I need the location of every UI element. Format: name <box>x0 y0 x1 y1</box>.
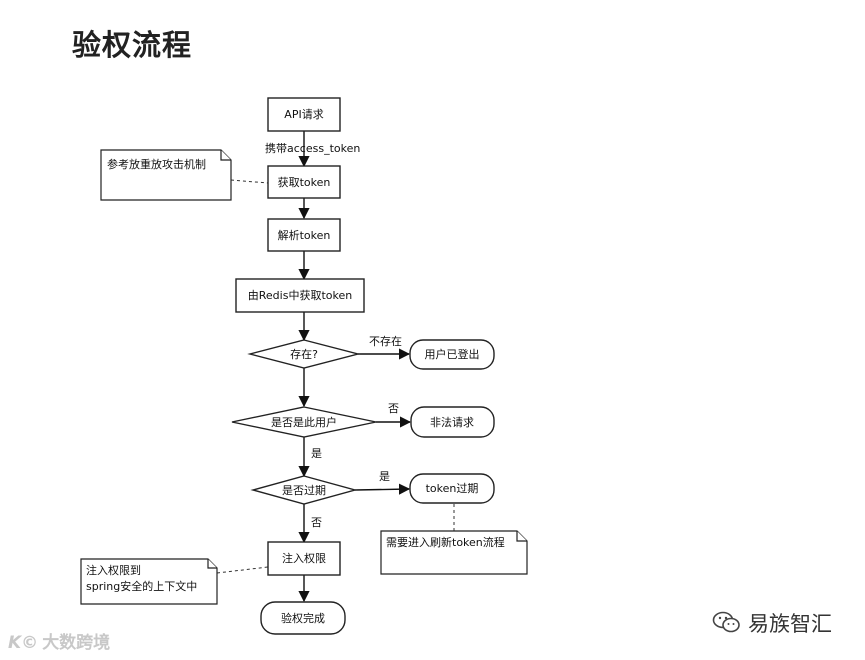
node-token-expired-label: token过期 <box>426 482 479 495</box>
edge-yes1-label: 是 <box>311 447 322 460</box>
decision-exists: 存在? <box>247 339 361 369</box>
node-api-request-label: API请求 <box>284 108 323 121</box>
node-inject-perm: 注入权限 <box>267 541 341 576</box>
watermark-right-text: 易族智汇 <box>748 612 832 636</box>
edge-not-exists-label: 不存在 <box>369 334 402 348</box>
decision-is-user-label: 是否是此用户 <box>271 415 337 429</box>
note-inject: 注入权限到 spring安全的上下文中 <box>80 558 218 605</box>
connectors <box>298 131 412 603</box>
node-parse-token: 解析token <box>267 218 341 252</box>
node-illegal-request-label: 非法请求 <box>430 415 474 429</box>
note-refresh: 需要进入刷新token流程 <box>380 530 528 575</box>
node-token-expired: token过期 <box>409 473 495 504</box>
node-illegal-request: 非法请求 <box>410 406 495 438</box>
node-auth-done-label: 验权完成 <box>281 611 325 625</box>
node-user-logged-out: 用户已登出 <box>409 339 495 370</box>
wechat-icon <box>712 611 740 633</box>
edge-carry-token-label: 携带access_token <box>265 141 360 155</box>
node-auth-done: 验权完成 <box>260 601 346 635</box>
node-redis-token: 由Redis中获取token <box>235 278 365 313</box>
watermark-right: 易族智汇 <box>712 608 832 638</box>
decision-is-expired: 是否过期 <box>250 475 358 505</box>
page-title: 验权流程 <box>72 28 193 62</box>
note-inject-line1: 注入权限到 <box>86 563 141 577</box>
node-api-request: API请求 <box>267 97 341 132</box>
note-replay: 参考放重放攻击机制 <box>100 149 232 201</box>
node-user-logged-out-label: 用户已登出 <box>425 347 480 361</box>
node-redis-token-label: 由Redis中获取token <box>248 288 352 302</box>
watermark-left-logo: K© <box>8 633 39 653</box>
edge-yes2-label: 是 <box>379 470 390 483</box>
decision-is-user: 是否是此用户 <box>231 406 377 438</box>
edge-no1-label: 否 <box>388 402 399 415</box>
node-parse-token-label: 解析token <box>278 228 331 242</box>
watermark-left-text: 大数跨境 <box>42 633 111 653</box>
node-get-token-label: 获取token <box>278 176 331 189</box>
watermark-left: K©大数跨境 <box>8 628 110 653</box>
decision-exists-label: 存在? <box>290 347 318 361</box>
note-refresh-label: 需要进入刷新token流程 <box>386 535 505 549</box>
note-replay-label: 参考放重放攻击机制 <box>107 157 206 171</box>
note-inject-line2: spring安全的上下文中 <box>86 579 197 593</box>
edge-no2-label: 否 <box>311 516 322 529</box>
node-get-token: 获取token <box>267 165 341 199</box>
node-inject-perm-label: 注入权限 <box>282 551 326 565</box>
note-connectors <box>216 179 455 574</box>
decision-is-expired-label: 是否过期 <box>282 484 326 497</box>
